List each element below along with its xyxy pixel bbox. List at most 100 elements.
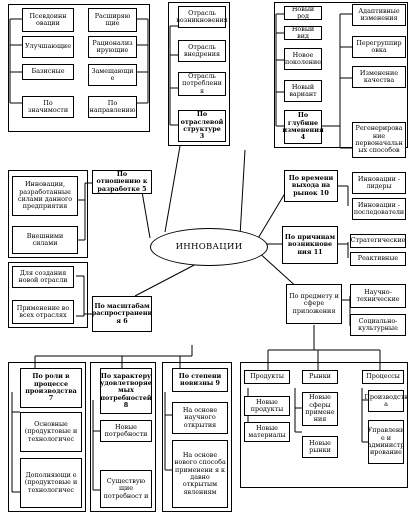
box-label: Новые продукты xyxy=(250,397,284,413)
group-frame-stepeni xyxy=(162,362,232,512)
center-ellipse: ИННОВАЦИИ xyxy=(150,228,268,266)
box-label: По характеру удовлетворяе мых потребност… xyxy=(100,371,152,410)
box-label: Псевдоинн овации xyxy=(29,11,67,27)
box-po-glubine: По глубине изменения 4 xyxy=(282,110,324,144)
box-uluch: Улучшающие xyxy=(22,36,74,58)
group-frame-otnosh xyxy=(8,170,88,258)
box-label: Основные (продуктовые и технологичес xyxy=(24,419,78,443)
box-label: Базисные xyxy=(31,67,65,76)
box-zamesh: Замещающи е xyxy=(88,64,137,86)
box-dopoln: Дополняющи е (продуктовые и технологичес xyxy=(20,458,82,508)
group-frame-predmet xyxy=(240,362,408,488)
box-po-predmetu: По предмету и сфере приложения xyxy=(286,284,342,324)
box-strateg: Стратегические xyxy=(350,234,406,248)
box-label: По степени новизны 9 xyxy=(178,371,222,387)
box-racion: Рационализ ирующие xyxy=(88,36,137,58)
center-label: ИННОВАЦИИ xyxy=(175,242,243,252)
box-posled: Инновации - последователи xyxy=(352,198,406,220)
box-novyi-rod: Новый род xyxy=(284,4,322,20)
box-nauch-teh: Научно-технические xyxy=(350,284,406,308)
box-otr-potr: Отрасль потреблени я xyxy=(178,72,226,96)
box-label: По отраслевой структуре 3 xyxy=(180,110,224,141)
box-nov-rynki: Новые рынки xyxy=(302,436,338,458)
box-bazis: Базисные xyxy=(22,64,74,80)
box-label: Производств а xyxy=(364,392,408,408)
box-label: Реактивные xyxy=(357,254,399,263)
box-nov-sfery: Новые сферы примене ния xyxy=(302,392,338,426)
box-po-stepeni: По степени новизны 9 xyxy=(172,368,228,392)
box-novoe-pokol: Новое поколение xyxy=(284,48,322,70)
box-label: Дополняющи е (продуктовые и технологичес xyxy=(24,470,78,494)
box-label: Изменение качества xyxy=(359,68,399,84)
box-label: Применение во всех отраслях xyxy=(16,303,70,319)
box-proizvodstva: Производств а xyxy=(364,390,408,412)
box-label: Стратегические xyxy=(350,236,406,245)
box-po-masshtab: По масштабам распространени я 6 xyxy=(92,296,152,332)
box-vnesh-silami: Внешними силами xyxy=(12,226,78,254)
box-peregrup: Перегруппир овка xyxy=(352,36,406,58)
group-frame-roli xyxy=(8,362,86,512)
box-label: Рационализ ирующие xyxy=(92,38,133,54)
box-label: Отрасль возникновения xyxy=(176,8,228,24)
box-nov-produkty: Новые продукты xyxy=(244,396,290,416)
box-primen-vse: Применение во всех отраслях xyxy=(12,300,74,324)
box-po-vremeni: По времени выхода на рынок 10 xyxy=(284,170,338,202)
box-label: Новый род xyxy=(291,4,315,20)
box-po-harakt: По характеру удовлетворяе мых потребност… xyxy=(100,368,152,414)
box-processy: Процессы xyxy=(362,370,404,384)
box-nov-materialy: Новые материалы xyxy=(244,422,290,442)
box-label: По направлению xyxy=(89,98,136,114)
box-otr-vozn: Отрасль возникновения xyxy=(176,6,228,28)
box-label: Новый вариант xyxy=(289,82,317,98)
box-label: Научно-технические xyxy=(356,287,400,303)
box-rynki: Рынки xyxy=(302,370,338,384)
box-po-naprav: По направлению xyxy=(88,96,137,118)
box-po-znach: По значимости xyxy=(22,96,74,118)
box-label: По причинам возникнове ния 11 xyxy=(284,232,336,256)
group-frame-masshtab xyxy=(8,262,88,328)
box-razrab-silami: Инновации, разработанные силами данного … xyxy=(12,176,78,216)
box-label: По предмету и сфере приложения xyxy=(289,291,339,315)
box-produkty: Продукты xyxy=(244,370,290,384)
box-label: Рынки xyxy=(309,372,331,381)
box-novyi-variant: Новый вариант xyxy=(284,80,322,102)
box-osnovnye: Основные (продуктовые и технологичес xyxy=(20,412,82,452)
box-label: Управлени е и администр ирование xyxy=(367,426,405,457)
box-po-roli: По роли в процессе производства 7 xyxy=(20,368,82,408)
box-label: Для создания новой отрасли xyxy=(18,268,68,284)
box-label: Расширяю щие xyxy=(94,11,131,27)
box-label: Новые рынки xyxy=(309,438,331,454)
box-novyi-vid: Новый вид xyxy=(284,24,322,40)
box-regener: Регенерирова ние первоначальн ых способо… xyxy=(352,122,406,158)
box-label: Продукты xyxy=(250,372,284,381)
box-label: Отрасль внедрения xyxy=(184,42,220,58)
box-label: Новые потребности xyxy=(104,422,148,438)
box-dlya-sozd: Для создания новой отрасли xyxy=(12,266,74,288)
box-reakt: Реактивные xyxy=(350,252,406,266)
group-frame-harakt xyxy=(90,362,156,512)
box-izmen-kach: Изменение качества xyxy=(352,66,406,88)
box-label: Улучшающие xyxy=(25,42,71,51)
box-upravlenie: Управлени е и администр ирование xyxy=(368,420,404,464)
box-label: Перегруппир овка xyxy=(356,38,402,54)
box-label: Инновации - лидеры xyxy=(357,174,401,190)
box-po-otr-strukt: По отраслевой структуре 3 xyxy=(178,110,226,142)
box-lidery: Инновации - лидеры xyxy=(352,172,406,194)
box-label: Новый вид xyxy=(291,24,315,40)
box-label: По роли в процессе производства 7 xyxy=(25,372,77,403)
box-adapt: Адаптивные изменения xyxy=(352,4,406,26)
box-label: Инновации, разработанные силами данного … xyxy=(17,180,73,211)
box-na-osn-nauch: На основе научного открытия xyxy=(172,402,228,434)
box-label: Новое поколение xyxy=(284,50,322,66)
group-frame-otr xyxy=(168,2,230,146)
box-label: Внешними силами xyxy=(26,231,64,247)
box-otr-vnedr: Отрасль внедрения xyxy=(178,40,226,62)
box-sush-potr: Существую щие потребност и xyxy=(100,470,152,508)
box-label: По глубине изменения 4 xyxy=(282,111,324,142)
box-nov-potr: Новые потребности xyxy=(100,420,152,442)
box-po-prichinam: По причинам возникнове ния 11 xyxy=(282,226,338,264)
box-label: Существую щие потребност и xyxy=(103,476,149,500)
box-label: На основе научного открытия xyxy=(182,405,218,429)
box-label: Инновации - последователи xyxy=(353,200,405,216)
